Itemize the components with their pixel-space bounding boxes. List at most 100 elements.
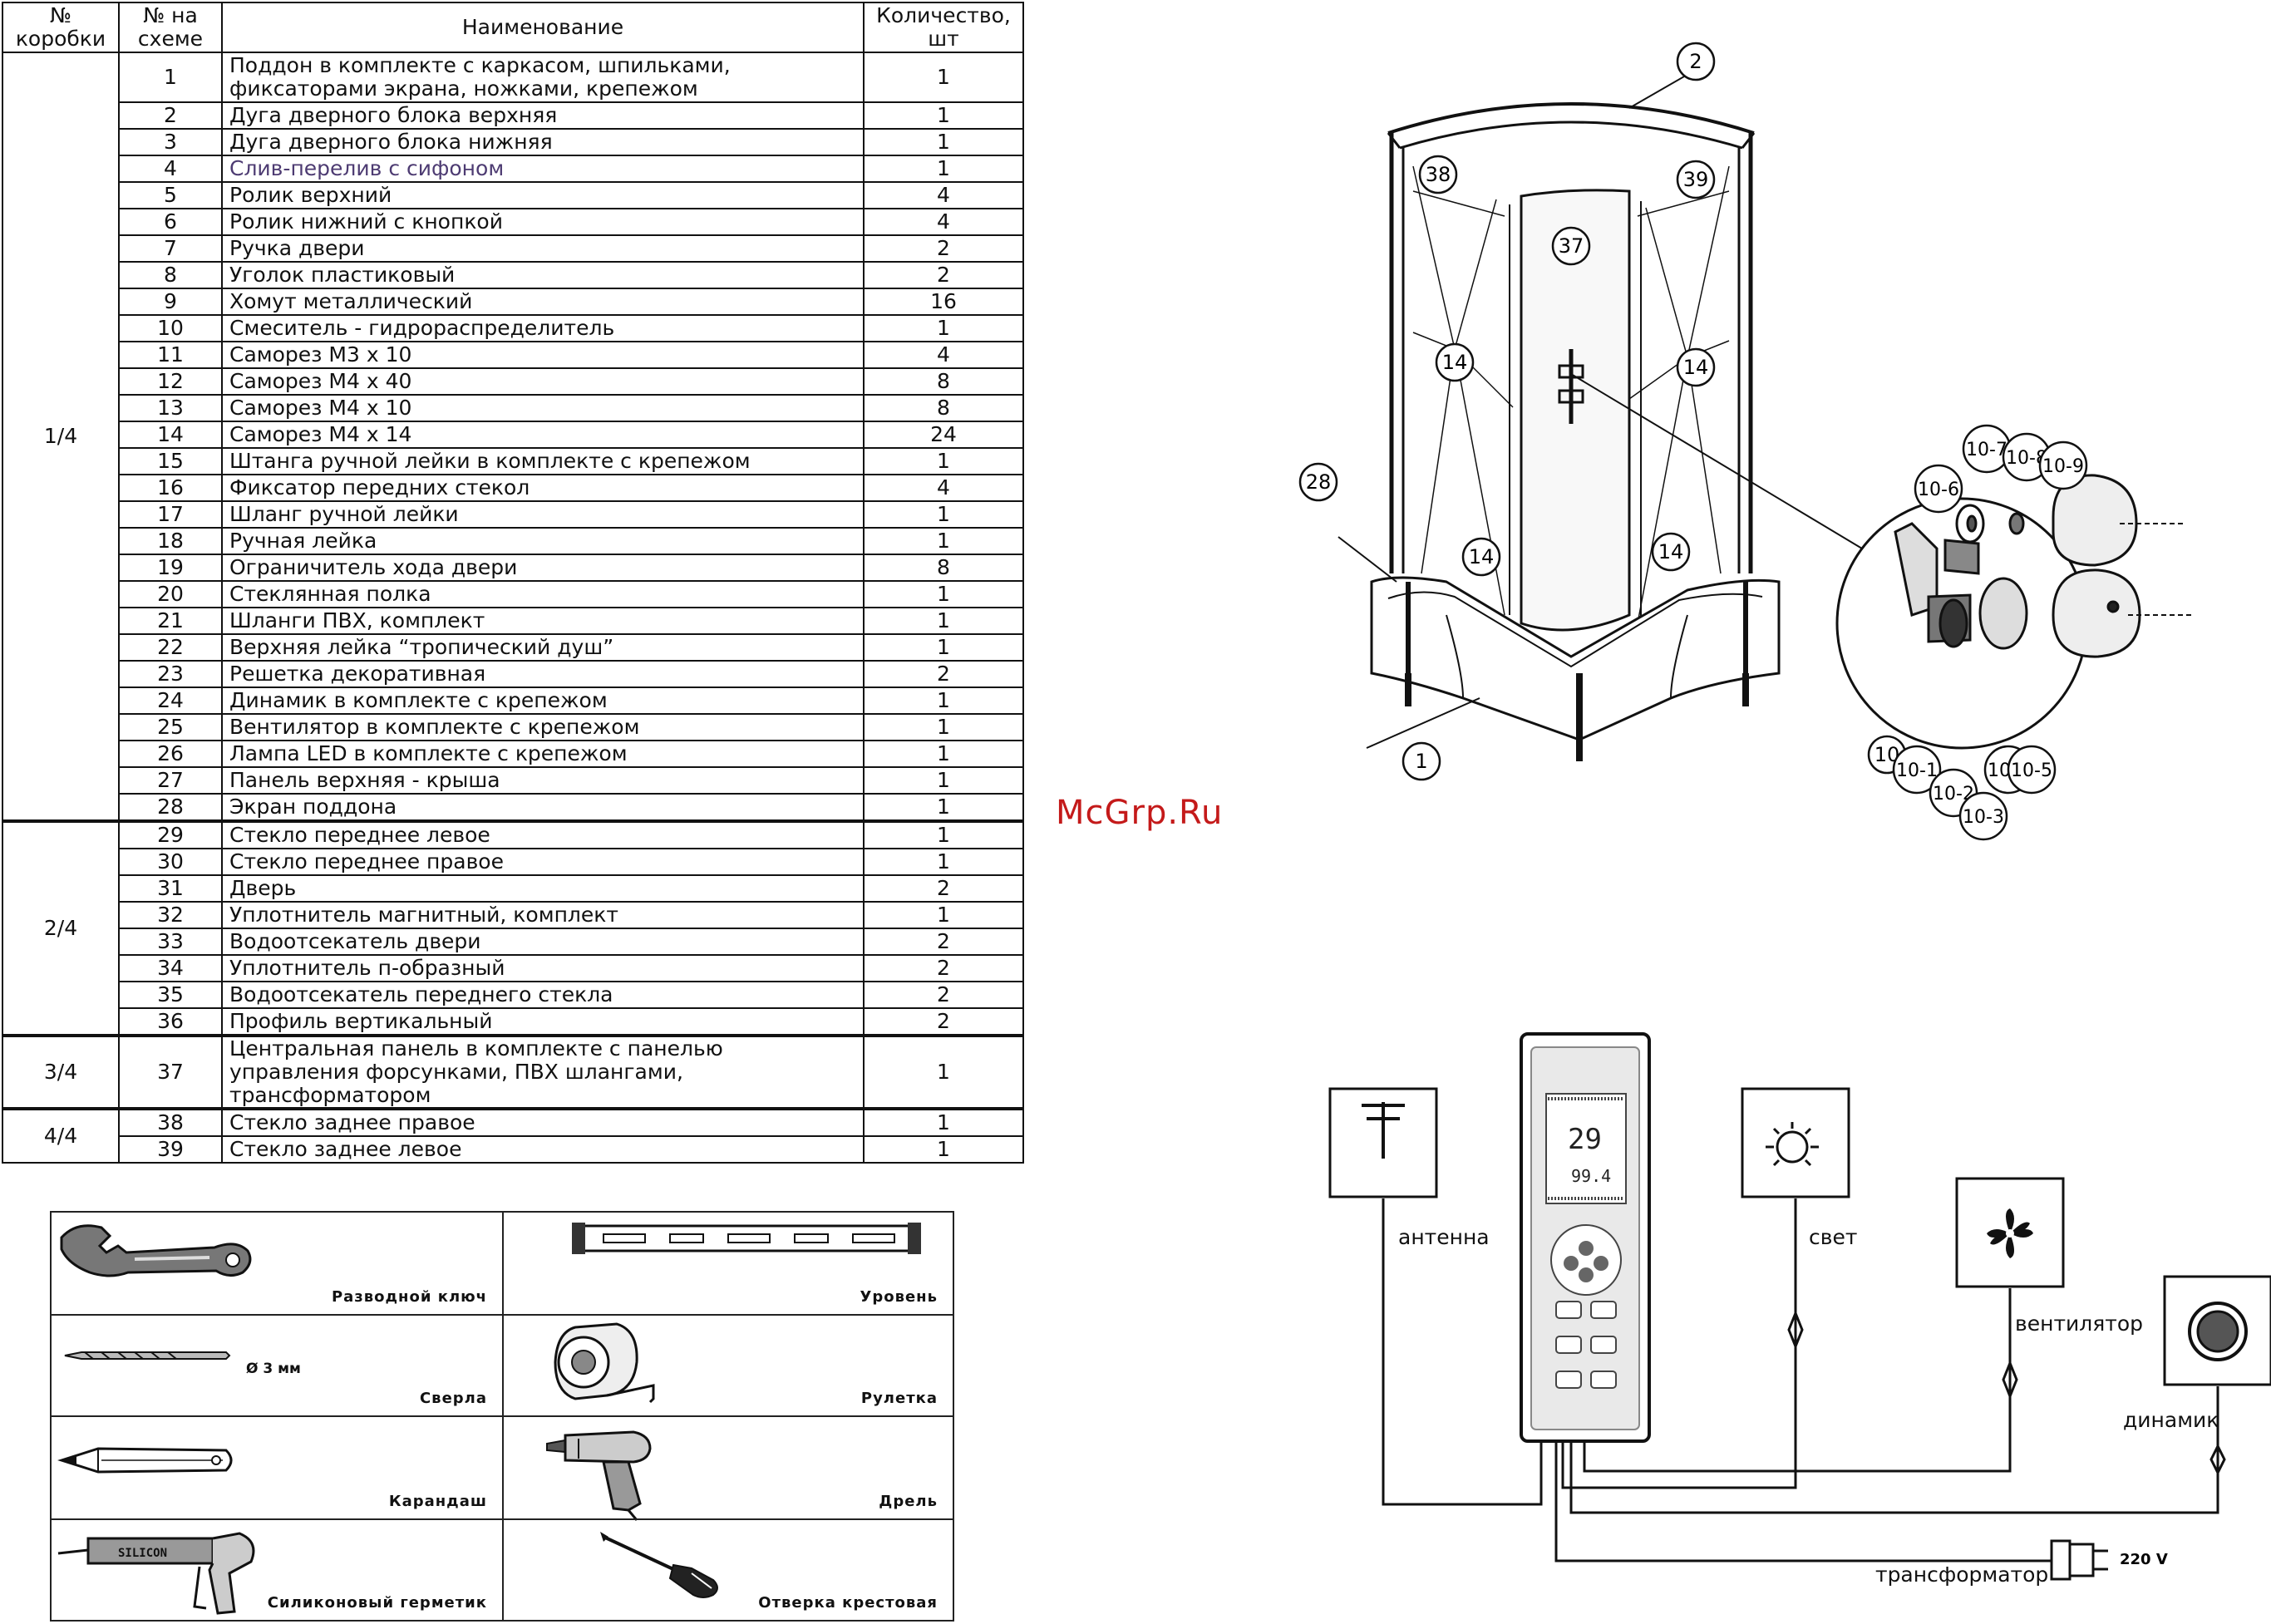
quantity-cell: 1 xyxy=(863,52,1024,103)
part-name-cell: Фиксатор передних стекол xyxy=(221,474,865,502)
callout-circle xyxy=(1676,347,1716,387)
scheme-number-cell: 14 xyxy=(118,421,223,449)
tool-cell-wrench: Разводной ключ xyxy=(50,1211,504,1316)
scheme-number-cell: 17 xyxy=(118,500,223,529)
tools-grid: Разводной ключ Уровень Ø 3 мм Сверла xyxy=(50,1211,954,1622)
quantity-cell: 2 xyxy=(863,261,1024,289)
callout-circle xyxy=(1914,464,1963,514)
quantity-cell: 1 xyxy=(863,713,1024,741)
part-name-cell: Уплотнитель магнитный, комплект xyxy=(221,901,865,929)
part-name-cell: Центральная панель в комплекте с панелью… xyxy=(221,1034,865,1110)
watermark: McGrp.Ru xyxy=(1056,794,1224,832)
quantity-cell: 2 xyxy=(863,874,1024,903)
tool-cell-level: Уровень xyxy=(502,1211,954,1316)
display-freq: 99.4 xyxy=(1571,1166,1611,1186)
scheme-number-cell: 13 xyxy=(118,394,223,422)
callout-label-c37: 37 xyxy=(1559,234,1584,258)
callout-label-c2: 2 xyxy=(1689,50,1702,73)
part-name-cell: Шланг ручной лейки xyxy=(221,500,865,529)
sealant-tube-text: SILICON xyxy=(118,1547,167,1560)
quantity-cell: 1 xyxy=(863,901,1024,929)
tool-cell-drill: Дрель xyxy=(502,1415,954,1521)
quantity-cell: 1 xyxy=(863,1034,1024,1110)
quantity-cell: 1 xyxy=(863,848,1024,876)
label-light: свет xyxy=(1809,1225,1858,1249)
scheme-number-cell: 12 xyxy=(118,367,223,396)
header-qty: Количество, шт xyxy=(863,2,1024,53)
scheme-number-cell: 31 xyxy=(118,874,223,903)
quantity-cell: 1 xyxy=(863,128,1024,156)
scheme-number-cell: 25 xyxy=(118,713,223,741)
quantity-cell: 2 xyxy=(863,660,1024,688)
shower-cabin-diagram: 121010-110-210-310-410-510-610-710-810-9… xyxy=(1298,42,2195,841)
scheme-number-cell: 27 xyxy=(118,766,223,795)
level-icon xyxy=(572,1223,921,1254)
quantity-cell: 2 xyxy=(863,928,1024,956)
scheme-number-cell: 35 xyxy=(118,981,223,1009)
table-header-row: № коробки № на схеме Наименование Количе… xyxy=(2,2,1024,53)
box-cell: 3/4 xyxy=(2,1034,120,1110)
part-name-cell: Ограничитель хода двери xyxy=(221,554,865,582)
header-name: Наименование xyxy=(221,2,865,53)
quantity-cell: 1 xyxy=(863,687,1024,715)
drill-bits-label: Сверла xyxy=(419,1390,487,1407)
header-box: № коробки xyxy=(2,2,120,53)
callout-label-c10-6: 10-6 xyxy=(1918,480,1959,500)
scheme-number-cell: 20 xyxy=(118,580,223,608)
part-name-cell: Уплотнитель п-образный xyxy=(221,954,865,982)
part-name-cell: Стекло заднее правое xyxy=(221,1107,865,1137)
quantity-cell: 1 xyxy=(863,447,1024,475)
scheme-number-cell: 33 xyxy=(118,928,223,956)
scheme-number-cell: 23 xyxy=(118,660,223,688)
label-speaker: динамик xyxy=(2123,1408,2219,1432)
drill-bit-icon xyxy=(64,1351,231,1360)
callout-group: 121010-110-210-310-410-510-610-710-810-9… xyxy=(1298,42,2088,841)
scheme-number-cell: 8 xyxy=(118,261,223,289)
callout-label-c14a: 14 xyxy=(1442,351,1468,374)
quantity-cell: 1 xyxy=(863,1135,1024,1164)
callout-label-c39: 39 xyxy=(1683,168,1709,191)
quantity-cell: 1 xyxy=(863,633,1024,662)
scheme-number-cell: 18 xyxy=(118,527,223,555)
scheme-number-cell: 30 xyxy=(118,848,223,876)
callout-label-c1: 1 xyxy=(1415,750,1427,773)
scheme-number-cell: 2 xyxy=(118,101,223,130)
quantity-cell: 1 xyxy=(863,155,1024,183)
callout-circle xyxy=(1651,532,1691,572)
part-name-cell: Штанга ручной лейки в комплекте с крепеж… xyxy=(221,447,865,475)
quantity-cell: 1 xyxy=(863,740,1024,768)
fan-icon xyxy=(1987,1208,2033,1258)
callout-label-c14d: 14 xyxy=(1658,540,1684,563)
quantity-cell: 2 xyxy=(863,954,1024,982)
quantity-cell: 1 xyxy=(863,580,1024,608)
part-name-cell: Поддон в комплекте с каркасом, шпильками… xyxy=(221,52,865,103)
part-name-cell: Саморез М4 х 40 xyxy=(221,367,865,396)
part-name-cell: Стеклянная полка xyxy=(221,580,865,608)
quantity-cell: 1 xyxy=(863,527,1024,555)
pencil-icon xyxy=(57,1447,233,1474)
tool-cell-drill-bits: Ø 3 мм Сверла xyxy=(50,1314,504,1417)
wiring-diagram: 29 99.4 220 V xyxy=(1328,1032,2271,1581)
callout-circle xyxy=(1435,342,1475,382)
quantity-cell: 1 xyxy=(863,314,1024,342)
callout-label-c38: 38 xyxy=(1426,163,1451,186)
